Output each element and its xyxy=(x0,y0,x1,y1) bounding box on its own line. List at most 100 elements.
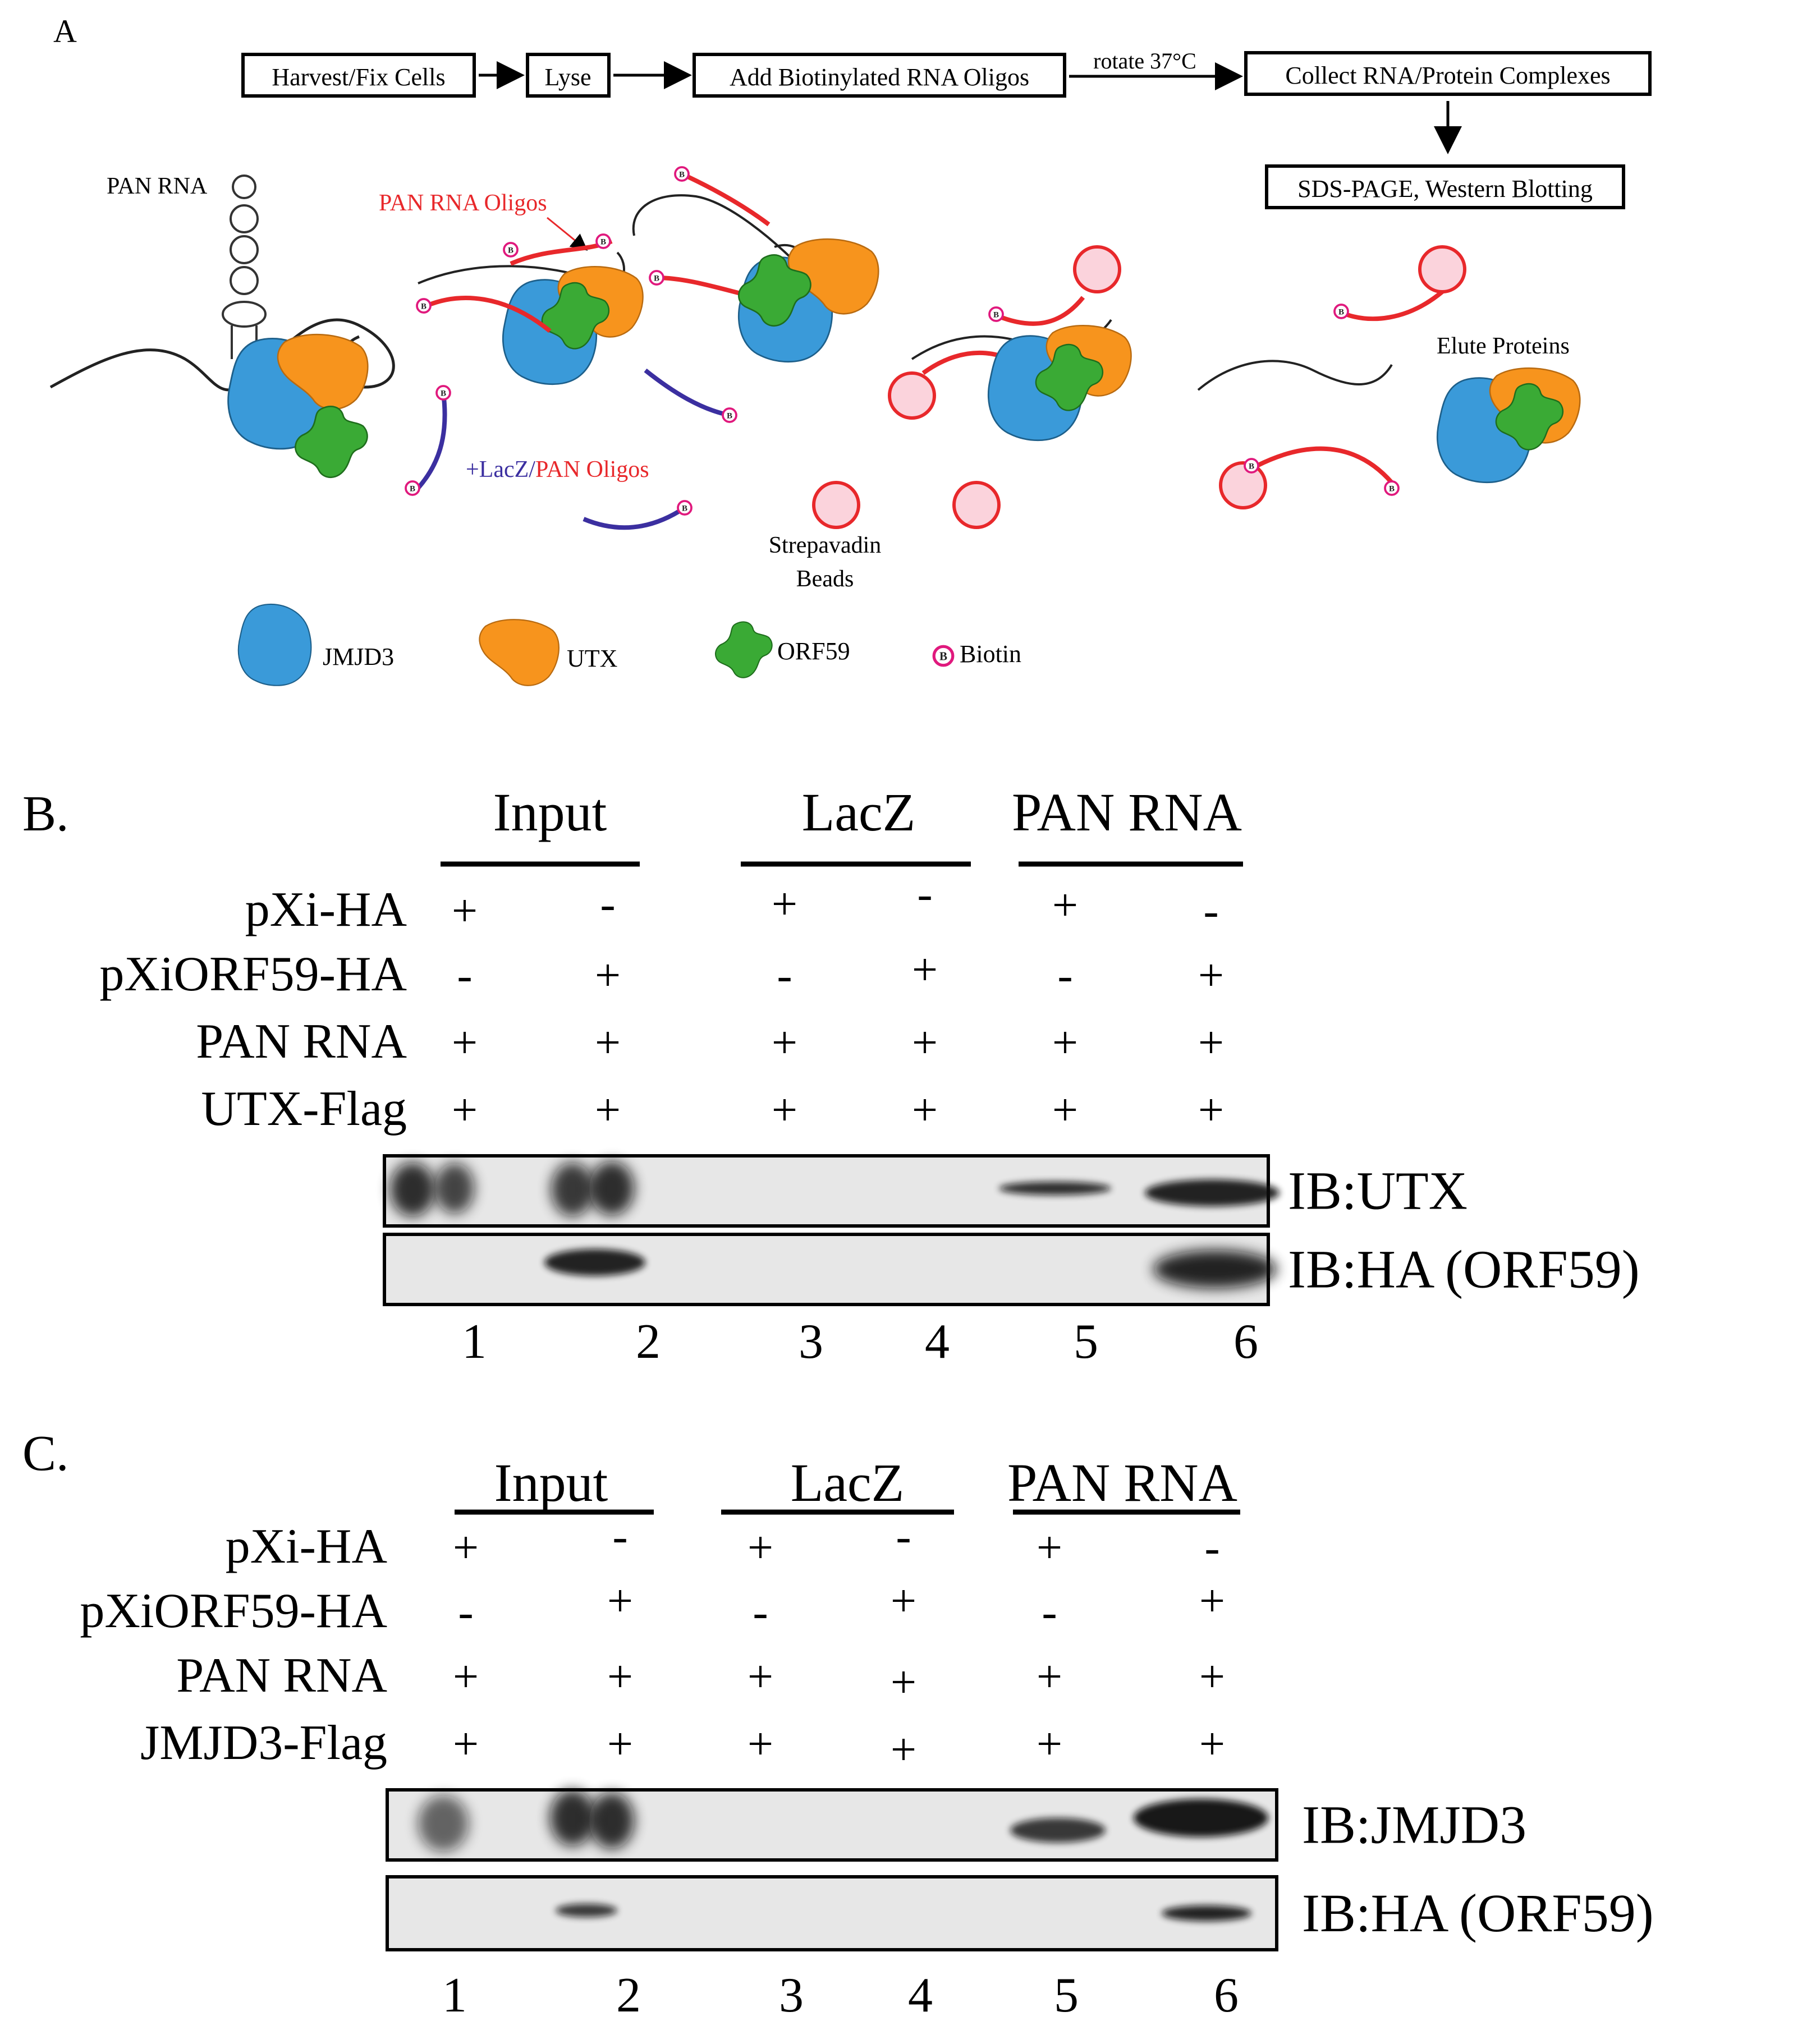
flow-box-lyse xyxy=(526,53,611,98)
lane-number: 3 xyxy=(799,1315,823,1369)
condition-sign: + xyxy=(607,1575,633,1626)
beads-label-line2: Beads xyxy=(796,566,854,592)
legend-orf59-label: ORF59 xyxy=(777,637,850,665)
bead-free-2 xyxy=(952,481,1001,529)
blot-band xyxy=(418,1795,469,1852)
condition-sign: + xyxy=(748,1718,773,1769)
bead-free-1 xyxy=(812,481,860,529)
lacz-oligo-strand-1 xyxy=(416,392,447,490)
condition-sign: + xyxy=(1037,1522,1062,1573)
condition-label: pXiORF59-HA xyxy=(99,947,407,1002)
biotin-icon xyxy=(677,500,693,516)
condition-sign: + xyxy=(1198,1084,1224,1135)
group-header: Input xyxy=(494,1453,608,1513)
flow-step-add-oligos: Add Biotinylated RNA Oligos xyxy=(730,63,1029,91)
condition-sign: + xyxy=(1052,879,1078,930)
legend-jmjd3-label: JMJD3 xyxy=(323,643,394,670)
bead-bound-2 xyxy=(888,371,936,420)
lacz-oligos-label: +LacZ/PAN Oligos xyxy=(466,457,649,483)
condition-sign: + xyxy=(452,1017,478,1068)
flow-step-lyse: Lyse xyxy=(544,63,591,91)
condition-sign: + xyxy=(1198,1017,1224,1068)
blot-label: IB:UTX xyxy=(1288,1161,1468,1221)
group-header: LacZ xyxy=(802,782,916,842)
biotin-icon xyxy=(722,407,737,423)
group-header: LacZ xyxy=(791,1453,905,1513)
biotin-icon xyxy=(1244,458,1259,474)
biotin-icon xyxy=(649,270,664,286)
pan-oligo-strand-2 xyxy=(425,296,552,333)
condition-sign: - xyxy=(458,1586,473,1637)
condition-sign: + xyxy=(1052,1017,1078,1068)
stage-oligos-bound: PAN RNA Oligos +LacZ/PAN Oligos xyxy=(379,172,879,530)
biotin-icon xyxy=(988,306,1004,322)
condition-sign: - xyxy=(1057,949,1072,1000)
workflow-flowchart: Harvest/Fix Cells Lyse Add Biotinylated … xyxy=(241,48,1652,209)
condition-sign: - xyxy=(1042,1586,1057,1637)
blot-band xyxy=(1162,1905,1251,1921)
legend-orf59-icon xyxy=(714,621,773,678)
condition-sign: - xyxy=(753,1586,768,1637)
biotin-icon xyxy=(674,166,690,182)
condition-sign: + xyxy=(1199,1575,1225,1626)
bead-elute-1 xyxy=(1418,245,1466,293)
lane-number: 5 xyxy=(1074,1315,1098,1369)
blot-frame xyxy=(386,1788,1278,1862)
panel-a-label: A xyxy=(53,13,77,49)
condition-sign: - xyxy=(896,1510,911,1561)
blot-frame xyxy=(383,1233,1270,1306)
blot-band xyxy=(550,1790,595,1846)
condition-sign: + xyxy=(1037,1651,1062,1702)
condition-sign: + xyxy=(1052,1084,1078,1135)
flow-box-collect xyxy=(1244,51,1652,96)
lane-number: 4 xyxy=(908,1968,933,2023)
flow-step-western: SDS-PAGE, Western Blotting xyxy=(1297,175,1593,203)
biotin-icon xyxy=(405,480,420,496)
condition-sign: + xyxy=(748,1651,773,1702)
condition-sign: + xyxy=(595,949,621,1000)
lacz-oligo-strand-3 xyxy=(583,506,686,530)
blot-band xyxy=(1010,1818,1106,1843)
condition-sign: + xyxy=(912,1017,938,1068)
condition-sign: + xyxy=(772,878,797,929)
lane-number: 3 xyxy=(779,1968,804,2023)
stage-pan-rna-complex: PAN RNA xyxy=(49,173,395,479)
flow-step-harvest: Harvest/Fix Cells xyxy=(272,63,445,91)
flow-box-add-oligos xyxy=(693,53,1066,98)
condition-sign: - xyxy=(777,949,792,1000)
legend: JMJD3 UTX ORF59 Biotin xyxy=(237,603,1021,686)
condition-sign: - xyxy=(1204,1522,1219,1573)
condition-sign: + xyxy=(595,1084,621,1135)
pan-oligo-strand-3 xyxy=(681,172,771,227)
legend-jmjd3-icon xyxy=(237,603,312,686)
biotin-icon xyxy=(1333,304,1349,319)
blot-band xyxy=(1134,1799,1268,1837)
flow-box-harvest xyxy=(241,53,476,98)
blot-band xyxy=(1153,1250,1277,1288)
condition-label: pXi-HA xyxy=(245,883,407,937)
condition-sign: + xyxy=(607,1718,633,1769)
group-header: PAN RNA xyxy=(1007,1453,1237,1513)
stage-elution: Elute Proteins xyxy=(1197,245,1581,509)
condition-sign: - xyxy=(457,949,472,1000)
condition-label: pXi-HA xyxy=(226,1519,387,1574)
condition-sign: + xyxy=(1198,949,1224,1000)
condition-sign: + xyxy=(772,1084,797,1135)
condition-label: PAN RNA xyxy=(176,1648,387,1703)
condition-sign: + xyxy=(891,1575,916,1626)
beads-label-line1: Strepavadin xyxy=(769,532,882,558)
blot-band xyxy=(544,1249,645,1276)
blot-band xyxy=(1145,1179,1280,1206)
blot-band xyxy=(589,1161,634,1215)
legend-utx-label: UTX xyxy=(567,645,617,672)
lacz-prefix: +LacZ/ xyxy=(466,457,535,483)
blot-label: IB:JMJD3 xyxy=(1302,1795,1526,1855)
condition-sign: + xyxy=(912,1084,938,1135)
pan-oligo-strand-8 xyxy=(1256,446,1394,484)
lane-number: 1 xyxy=(462,1315,487,1369)
blot-label: IB:HA (ORF59) xyxy=(1288,1239,1640,1299)
flow-step-collect: Collect RNA/Protein Complexes xyxy=(1285,62,1610,89)
pan-suffix: PAN Oligos xyxy=(535,457,649,483)
lane-number: 6 xyxy=(1233,1315,1258,1369)
